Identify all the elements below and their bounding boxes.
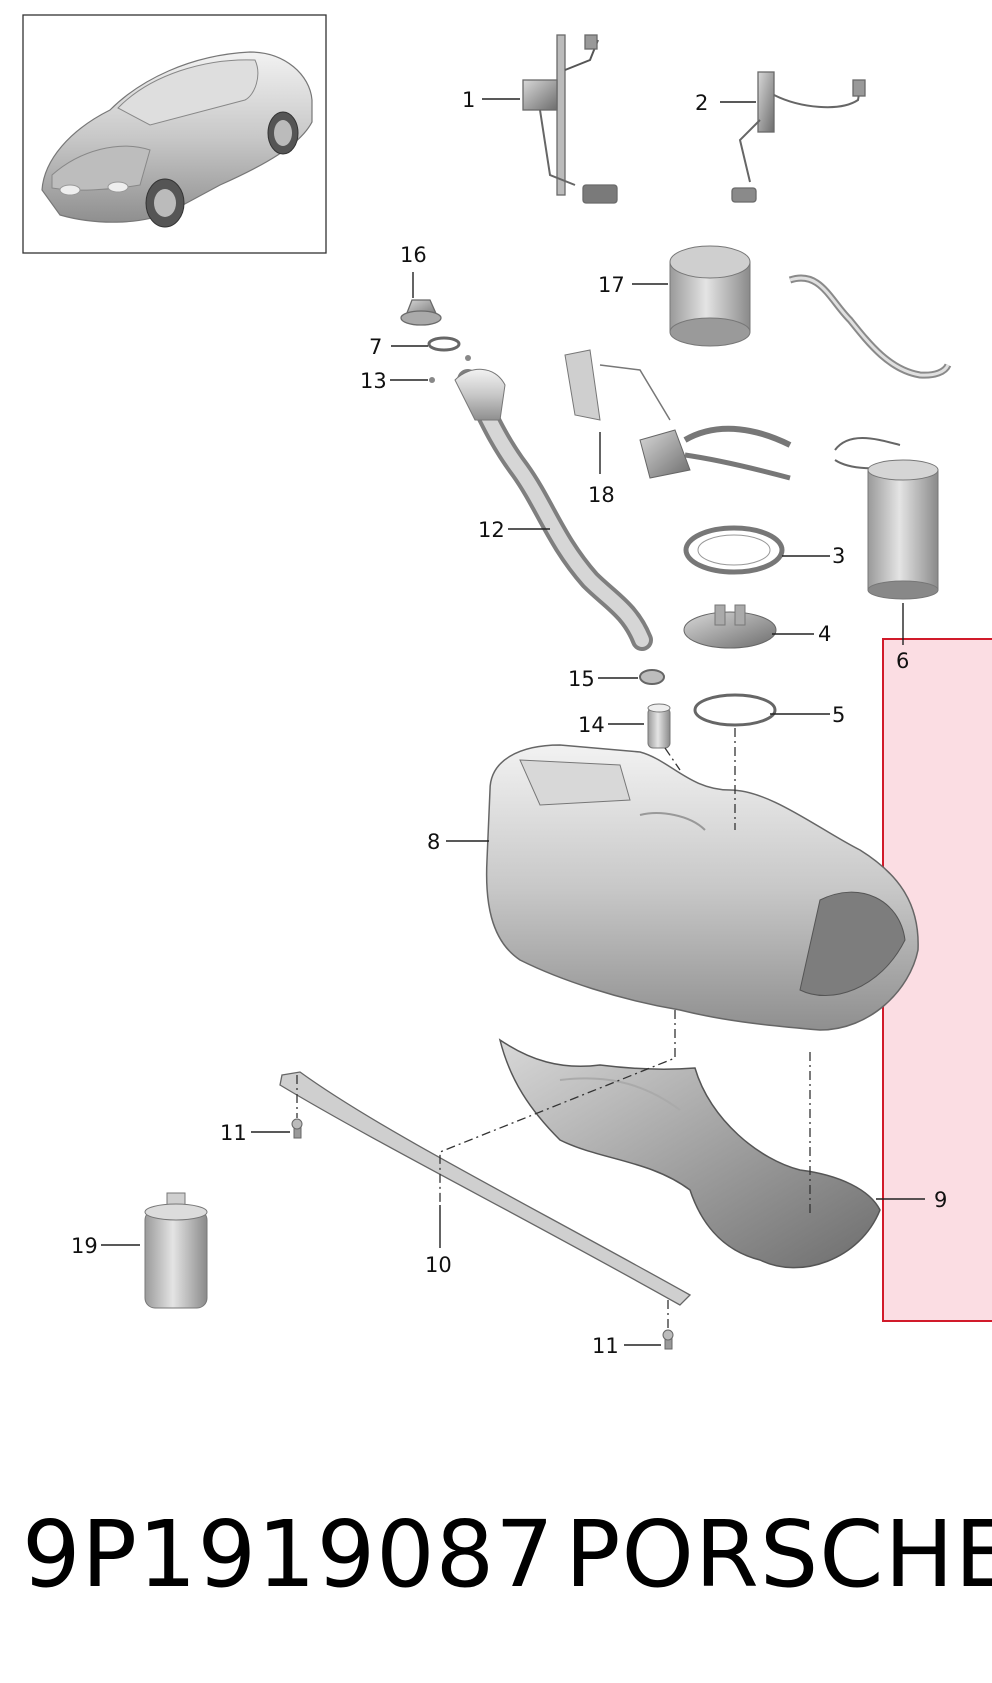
part-6-pump-module <box>834 437 939 600</box>
part-2-level-sender <box>731 71 866 203</box>
footer-caption: 9P1919087 PORSCHE <box>0 1500 992 1620</box>
part-12-filler-neck <box>454 368 653 651</box>
part-8-fuel-tank <box>485 744 919 1031</box>
part-11-screw-upper <box>291 1118 303 1139</box>
callout-17: 17 <box>598 273 625 297</box>
callout-3: 3 <box>832 544 845 568</box>
part-17-canister <box>669 245 952 379</box>
callout-12: 12 <box>478 518 505 542</box>
callout-13: 13 <box>360 369 387 393</box>
callout-14: 14 <box>578 713 605 737</box>
part-11-screw-lower <box>662 1329 674 1350</box>
vehicle-thumbnail <box>22 14 327 254</box>
callout-10: 10 <box>425 1253 452 1277</box>
part-15-clamp <box>639 669 665 685</box>
part-7-seal-ring <box>427 336 461 352</box>
callout-1: 1 <box>462 88 475 112</box>
callout-labels: 1 2 3 4 5 6 7 8 9 10 11 11 12 13 14 15 1… <box>71 88 947 1358</box>
callout-15: 15 <box>568 667 595 691</box>
part-3-gasket <box>683 525 785 575</box>
callout-18: 18 <box>588 483 615 507</box>
part-1-level-sender <box>522 34 618 204</box>
leader-lines <box>101 98 925 1346</box>
callout-11-upper: 11 <box>220 1121 247 1145</box>
callout-16: 16 <box>400 243 427 267</box>
brand-name: PORSCHE <box>565 1501 992 1608</box>
callout-7: 7 <box>369 335 382 359</box>
callout-9: 9 <box>934 1188 947 1212</box>
part-16-filler-cap <box>400 299 442 326</box>
part-13-screw <box>429 355 471 383</box>
part-14-connector <box>647 703 671 749</box>
part-9-heat-shield <box>498 1038 881 1269</box>
part-10-strap <box>279 1071 692 1306</box>
callout-4: 4 <box>818 622 831 646</box>
callout-8: 8 <box>427 830 440 854</box>
callout-2: 2 <box>695 91 708 115</box>
part-5-o-ring <box>693 693 777 727</box>
callout-11-lower: 11 <box>592 1334 619 1358</box>
callout-19: 19 <box>71 1234 98 1258</box>
part-number: 9P1919087 <box>22 1501 555 1608</box>
part-18-bracket <box>564 349 792 481</box>
callout-6: 6 <box>896 649 909 673</box>
part-19-bottle <box>144 1192 208 1309</box>
assembly-lines <box>296 728 811 1330</box>
callout-5: 5 <box>832 703 845 727</box>
part-4-flange <box>683 604 777 649</box>
